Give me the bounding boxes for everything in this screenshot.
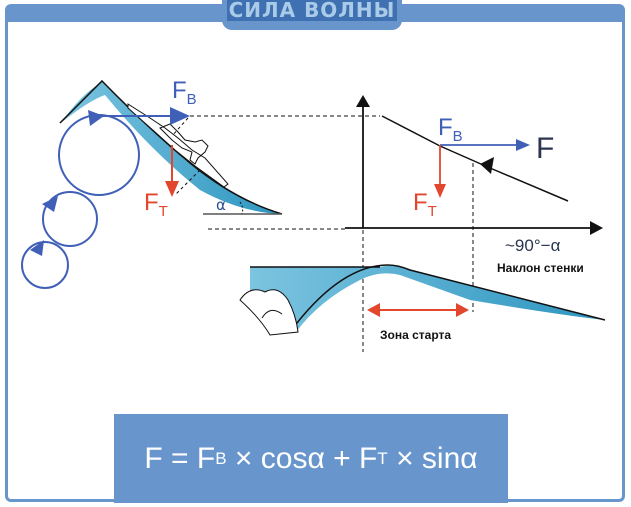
graph-fb-sub: В bbox=[453, 128, 463, 145]
arrowhead-icon bbox=[170, 107, 190, 125]
formula-f: F bbox=[144, 441, 163, 475]
arrowhead-icon bbox=[434, 184, 446, 198]
angle-arc bbox=[239, 201, 244, 215]
wave-face-line bbox=[59, 79, 283, 215]
formula-part1: × cosα + bbox=[234, 441, 351, 475]
fb-sub: В bbox=[187, 91, 197, 108]
svg-text:FТ: FТ bbox=[413, 189, 437, 220]
orbit-medium bbox=[42, 191, 98, 247]
wave-profile-line bbox=[289, 264, 606, 333]
svg-text:FТ: FТ bbox=[144, 189, 168, 220]
formula-ft: F bbox=[359, 441, 378, 475]
orbit-arrow-icon bbox=[88, 110, 104, 126]
formula-ft-sub: Т bbox=[377, 448, 388, 468]
resultant-f-label: F bbox=[536, 132, 554, 165]
foam-icon bbox=[239, 289, 299, 336]
y-axis-arrow-icon bbox=[356, 95, 370, 107]
arrowhead-icon bbox=[456, 303, 469, 317]
ft-sub: Т bbox=[159, 203, 168, 220]
wave-profile bbox=[250, 265, 605, 332]
formula-fb-sub: В bbox=[215, 448, 227, 468]
orbit-large bbox=[58, 114, 140, 196]
graph-ft-sub: Т bbox=[428, 203, 437, 220]
x-axis-arrow-icon bbox=[590, 221, 603, 235]
start-zone-label: Зона старта bbox=[380, 328, 451, 342]
svg-text:FВ: FВ bbox=[172, 77, 197, 108]
x-axis-label: Наклон стенки bbox=[497, 261, 584, 275]
surfer-icon bbox=[127, 103, 229, 188]
formula-part2: × sinα bbox=[396, 441, 478, 475]
orbital-circles bbox=[21, 114, 140, 289]
orbit-arrow-icon bbox=[42, 196, 58, 212]
svg-text:FВ: FВ bbox=[438, 114, 463, 145]
angle-label: α bbox=[216, 196, 226, 214]
arrowhead-icon bbox=[367, 303, 380, 317]
formula-fb: F bbox=[196, 441, 216, 475]
arrowhead-icon bbox=[516, 139, 530, 151]
ft-label: F bbox=[144, 189, 159, 216]
orbit-small bbox=[21, 241, 69, 289]
x-value-label: ~90°−α bbox=[505, 236, 561, 255]
graph-ft-label: F bbox=[413, 189, 428, 216]
arrowhead-icon bbox=[165, 181, 179, 197]
dashed-guide bbox=[171, 117, 189, 137]
foam-curl-icon bbox=[261, 309, 283, 319]
title: СИЛА ВОЛНЫ bbox=[226, 0, 398, 22]
formula-eq: = bbox=[171, 441, 189, 475]
orbit-arrow-icon bbox=[30, 240, 44, 256]
title-tab: СИЛА ВОЛНЫ bbox=[222, 0, 402, 30]
curve-arrowhead-icon bbox=[480, 157, 494, 174]
force-curve bbox=[381, 115, 569, 202]
fb-label: F bbox=[172, 77, 187, 104]
graph-fb-label: F bbox=[438, 114, 453, 141]
